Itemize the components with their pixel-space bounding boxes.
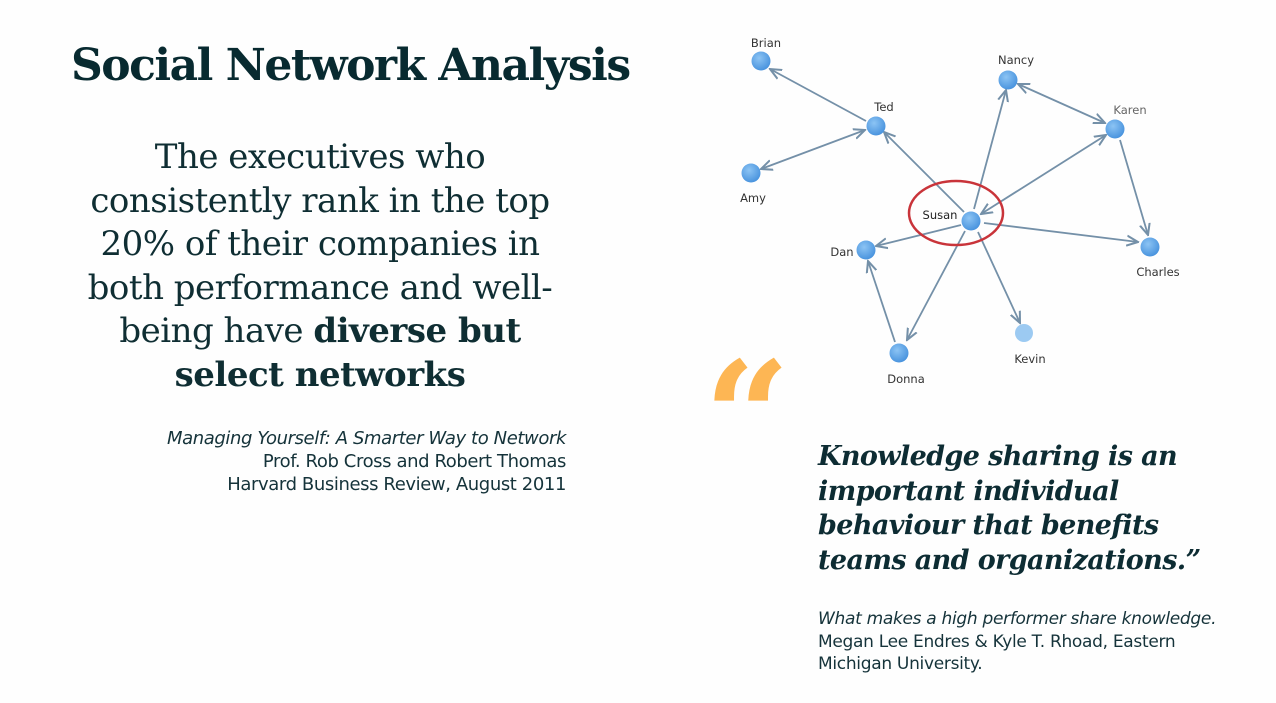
edge-donna-dan [868, 261, 896, 343]
node-susan [961, 211, 981, 231]
susan-highlight-ellipse [907, 179, 1005, 247]
node-label-nancy: Nancy [997, 53, 1035, 67]
citation-publication: Harvard Business Review, August 2011 [227, 474, 566, 495]
main-citation: Managing Yourself: A Smarter Way to Netw… [90, 427, 566, 496]
main-quote-regular: The executives who consistently rank in … [87, 137, 553, 351]
edge-karen-charles [1119, 139, 1148, 235]
knowledge-citation-authors: Megan Lee Endres & Kyle T. Rhoad, Easter… [818, 631, 1176, 675]
edge-susan-donna [907, 230, 966, 340]
node-brian [751, 51, 771, 71]
node-ted [866, 116, 886, 136]
citation-authors: Prof. Rob Cross and Robert Thomas [262, 451, 566, 472]
node-dan [856, 240, 876, 260]
node-label-dan: Dan [830, 245, 854, 259]
edge-ted-amy [761, 130, 865, 169]
node-nancy [998, 70, 1018, 90]
node-label-ted: Ted [874, 100, 894, 114]
edge-nancy-karen [1018, 84, 1105, 123]
edge-susan-kevin [977, 231, 1020, 323]
citation-article-title: Managing Yourself: A Smarter Way to Netw… [166, 428, 566, 449]
node-donna [889, 343, 909, 363]
node-label-amy: Amy [740, 191, 766, 205]
main-quote: The executives who consistently rank in … [60, 136, 580, 397]
knowledge-citation-title: What makes a high performer share knowle… [818, 609, 1217, 629]
main-quote-emphasis: diverse but select networks [174, 311, 522, 395]
node-charles [1140, 237, 1160, 257]
network-nodes [741, 51, 1160, 363]
open-double-quote-icon: “ [704, 329, 791, 505]
node-label-kevin: Kevin [1014, 352, 1046, 366]
social-network-diagram: Brian Ted Amy Nancy Karen Susan Dan Char… [700, 20, 1260, 400]
edge-susan-ted [884, 132, 965, 213]
node-label-susan: Susan [922, 208, 958, 222]
node-karen [1105, 119, 1125, 139]
network-graph-svg [741, 51, 1160, 363]
knowledge-sharing-quote: Knowledge sharing is an important indivi… [818, 441, 1201, 576]
edge-susan-charles [983, 222, 1138, 242]
node-label-brian: Brian [750, 36, 782, 50]
node-kevin [1015, 324, 1033, 342]
knowledge-citation: What makes a high performer share knowle… [818, 608, 1218, 676]
network-edges [761, 69, 1148, 343]
edge-susan-karen [981, 135, 1106, 214]
edge-susan-dan [876, 224, 962, 246]
node-label-charles: Charles [1136, 265, 1180, 279]
node-amy [741, 163, 761, 183]
node-label-karen: Karen [1113, 103, 1147, 117]
node-label-donna: Donna [887, 372, 925, 386]
slide-title: Social Network Analysis [71, 40, 631, 91]
edge-ted-brian [770, 69, 867, 122]
